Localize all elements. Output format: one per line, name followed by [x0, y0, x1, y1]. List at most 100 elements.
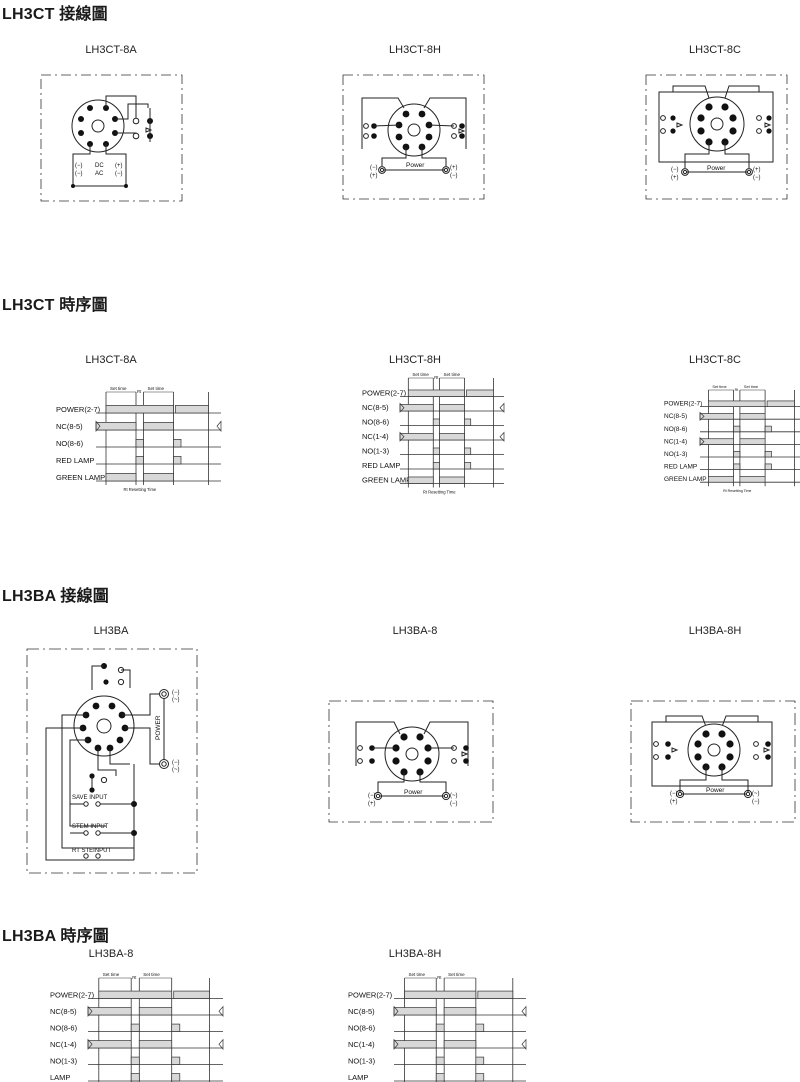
- timing-pulse: [733, 463, 741, 470]
- label-8h-l2: (+): [370, 173, 378, 179]
- timing-pulse: [475, 1073, 485, 1082]
- timing-pulse: [105, 405, 174, 414]
- timing-pulse: [173, 438, 182, 448]
- timing-row-label: POWER(2-7): [50, 991, 95, 1000]
- rt-label: Rt: [437, 975, 442, 980]
- rt-resetting-footer: Rt Resetting Time: [124, 487, 157, 492]
- timing-row-label: NO(8-6): [348, 1024, 376, 1033]
- timing-pulse: [443, 1007, 477, 1016]
- rt-resetting-footer: Rt Resetting Time: [723, 489, 751, 493]
- timing-pulse: [432, 462, 440, 470]
- label-ba8-r2: (−): [450, 801, 458, 807]
- label-ba-power: POWER: [155, 715, 162, 740]
- label-8a-pos1: (+): [115, 163, 123, 169]
- label-ba-save-input: SAVE INPUT: [72, 795, 108, 801]
- timing-pulse: [739, 438, 766, 445]
- wiring-diagram-lh3ct-8h: Power (−) (+) (+) (−): [342, 74, 485, 200]
- diagram-title-timing-lh3ct-8h: LH3CT-8H: [389, 354, 441, 366]
- label-8c-l1: (−): [671, 167, 679, 173]
- timing-row-label: NO(8-6): [56, 439, 84, 448]
- timing-pulse: [764, 450, 772, 458]
- timing-row-label: POWER(2-7): [362, 389, 407, 398]
- timing-row-label: LAMP: [50, 1073, 70, 1082]
- timing-row-label: NC(1-4): [348, 1040, 375, 1049]
- timing-row-label: NO(8-6): [50, 1024, 78, 1033]
- timing-row-label: NO(1-3): [50, 1057, 78, 1066]
- timing-pulse: [407, 476, 434, 484]
- timing-pulse: [404, 990, 477, 999]
- rt-label: Rt: [434, 375, 439, 380]
- timing-pulse: [435, 1023, 445, 1032]
- diagram-title-lh3ba-8: LH3BA-8: [392, 625, 438, 637]
- label-8a-ac: AC: [95, 171, 104, 177]
- label-8c-r2: (−): [753, 175, 761, 181]
- timing-row-label: GREEN LAMP: [362, 476, 411, 485]
- timing-pulse: [699, 438, 734, 445]
- label-8c-r1: (+): [753, 167, 761, 173]
- timing-pulse: [135, 455, 144, 465]
- timing-pulse: [175, 405, 209, 414]
- section-title-lh3ct-timing: LH3CT 時序圖: [2, 297, 108, 314]
- label-ba8h-power: Power: [706, 787, 725, 794]
- timing-pulse: [171, 1023, 181, 1032]
- timing-row-label: NO(1-3): [664, 451, 687, 458]
- section-title-lh3ba-wiring: LH3BA 接線圖: [2, 588, 109, 605]
- label-ba-rt-step-input: RT STEINPUT: [72, 848, 111, 854]
- label-ba8-l2: (+): [368, 801, 376, 807]
- timing-row-label: GREEN LAMP: [56, 473, 105, 482]
- label-8h-power: Power: [406, 162, 425, 169]
- label-8c-l2: (+): [671, 175, 679, 181]
- diagram-title-timing-lh3ct-8a: LH3CT-8A: [85, 354, 137, 366]
- rt-label: Rt: [735, 388, 739, 392]
- timing-row-label: NC(8-5): [362, 403, 389, 412]
- label-8a-pos2: (−): [115, 171, 123, 177]
- timing-pulse: [435, 1056, 445, 1065]
- label-ba8h-r2: (−): [752, 799, 760, 805]
- label-ba-p2: (~): [172, 697, 180, 703]
- diagram-title-lh3ba-8h: LH3BA-8H: [688, 625, 742, 637]
- timing-row-label: NC(1-4): [362, 432, 389, 441]
- set-time-label: Set time: [110, 386, 127, 391]
- wiring-diagram-lh3ba: POWER (−) (~) (−) (~) SAVE INPUT STEM IN…: [26, 648, 198, 874]
- label-8a-neg1: (−): [75, 163, 83, 169]
- timing-pulse: [464, 447, 472, 455]
- timing-pulse: [443, 1040, 477, 1049]
- timing-pulse: [733, 450, 741, 458]
- label-8h-r2: (−): [450, 173, 458, 179]
- timing-pulse: [130, 1056, 140, 1065]
- timing-row-label: NO(8-6): [362, 418, 390, 427]
- label-8h-r1: (+): [450, 165, 458, 171]
- timing-pulse: [393, 1040, 437, 1049]
- timing-pulse: [130, 1023, 140, 1032]
- label-8c-power: Power: [707, 165, 726, 172]
- rt-resetting-footer: Rt Resetting Time: [423, 490, 456, 495]
- wiring-diagram-lh3ba-8h: Power (−) (+) (~) (−): [630, 700, 796, 823]
- timing-pulse: [135, 438, 144, 448]
- timing-row-label: LAMP: [348, 1073, 368, 1082]
- section-title-lh3ba-timing: LH3BA 時序圖: [2, 928, 109, 945]
- timing-pulse: [173, 990, 210, 999]
- label-ba8-l1: (−): [368, 793, 376, 799]
- timing-pulse: [699, 413, 734, 420]
- timing-pulse: [733, 425, 741, 433]
- diagram-title-lh3ct-8a: LH3CT-8A: [85, 44, 137, 56]
- diagram-title-timing-lh3ct-8c: LH3CT-8C: [689, 354, 741, 366]
- label-ba-p4: (~): [172, 767, 180, 773]
- label-8a-dc: DC: [95, 163, 104, 169]
- timing-pulse: [98, 990, 173, 999]
- timing-row-label: NC(8-5): [664, 413, 687, 420]
- timing-pulse: [475, 1056, 485, 1065]
- timing-pulse: [708, 476, 734, 483]
- timing-row-label: NC(8-5): [56, 422, 83, 431]
- timing-pulse: [143, 421, 174, 431]
- timing-pulse: [764, 463, 772, 470]
- timing-pulse: [105, 472, 137, 482]
- set-time-label: Set time: [409, 972, 426, 977]
- set-time-label: Set time: [444, 372, 461, 377]
- label-ba8h-r1: (~): [752, 791, 760, 797]
- set-time-label: Set time: [143, 972, 160, 977]
- timing-pulse: [739, 413, 766, 420]
